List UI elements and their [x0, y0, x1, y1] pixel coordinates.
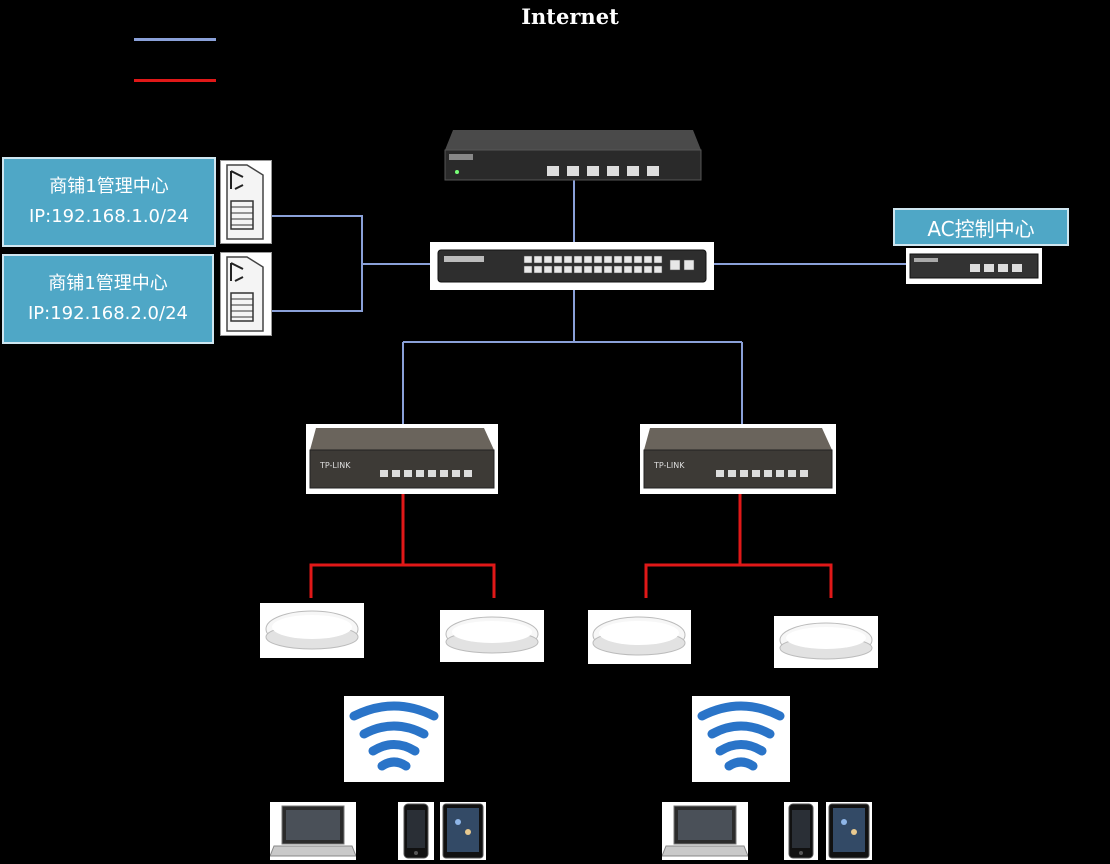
mgmt-center-2-label: 商铺1管理中心 IP:192.168.2.0/24 [2, 254, 214, 344]
legend-red-line [134, 79, 216, 82]
mgmt-center-2-ip: IP:192.168.2.0/24 [28, 303, 188, 324]
svg-text:TP-LINK: TP-LINK [653, 461, 685, 470]
poe-switch-icon: TP-LINK [306, 424, 498, 494]
router-icon [443, 128, 703, 182]
ac-controller-icon [906, 248, 1042, 284]
server-icon [220, 252, 272, 336]
link-server-2 [272, 264, 363, 312]
mgmt-center-1-label: 商铺1管理中心 IP:192.168.1.0/24 [2, 157, 216, 247]
core-switch-icon [430, 242, 714, 290]
diagram-title: Internet [521, 4, 619, 29]
link-server-1 [272, 215, 363, 264]
legend-blue-line [134, 38, 216, 41]
mgmt-center-2-name: 商铺1管理中心 [48, 273, 168, 294]
poe-switch-icon: TP-LINK [640, 424, 836, 494]
laptop-icon [269, 802, 357, 860]
access-point-icon [440, 610, 544, 662]
server-icon [220, 160, 272, 244]
wifi-icon [692, 696, 790, 782]
laptop-icon [661, 802, 749, 860]
svg-text:TP-LINK: TP-LINK [319, 461, 351, 470]
wifi-icon [344, 696, 444, 782]
ac-center-label: AC控制中心 [893, 208, 1069, 246]
tablet-icon [826, 802, 872, 860]
phone-icon [398, 802, 434, 860]
poe-link-right-bar [644, 563, 833, 598]
tablet-icon [440, 802, 486, 860]
mgmt-center-1-name: 商铺1管理中心 [49, 176, 169, 197]
mgmt-center-1-ip: IP:192.168.1.0/24 [29, 206, 189, 227]
poe-link-left-bar [309, 563, 496, 598]
access-point-icon [774, 616, 878, 668]
access-point-icon [588, 610, 691, 664]
phone-icon [784, 802, 818, 860]
access-point-icon [260, 603, 364, 658]
